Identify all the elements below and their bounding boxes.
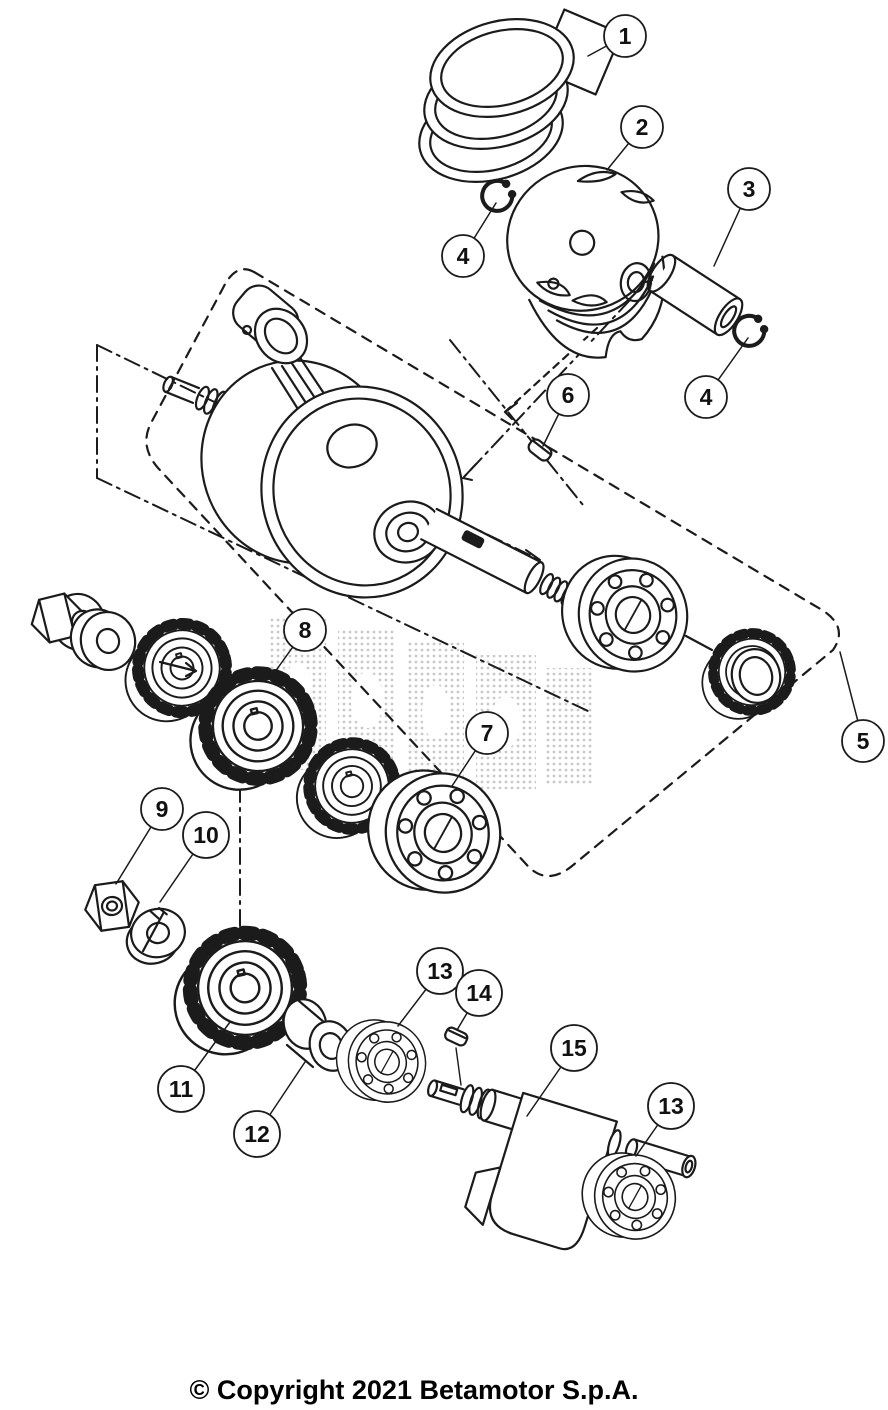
shaft-key — [444, 1026, 469, 1047]
callout-14-label: 14 — [466, 980, 492, 1006]
balancer-driven-gear — [160, 921, 313, 1065]
callout-4-right-label: 4 — [700, 384, 713, 410]
callout-12-label: 12 — [244, 1121, 270, 1147]
callout-3-label: 3 — [743, 176, 756, 202]
watermark-halftone — [270, 618, 594, 789]
piston-pin — [646, 253, 744, 337]
callout-10[interactable]: 10 — [182, 811, 230, 859]
crank-main-bearing — [547, 537, 702, 690]
callout-15-label: 15 — [561, 1035, 587, 1061]
callout-8-label: 8 — [299, 617, 312, 643]
callout-13-left-label: 13 — [427, 958, 453, 984]
lock-washer — [125, 906, 186, 965]
callout-10-label: 10 — [193, 822, 219, 848]
keyed-timing-gear — [114, 614, 237, 730]
connecting-rod — [232, 284, 349, 446]
callout-2-label: 2 — [636, 114, 649, 140]
callout-3[interactable]: 3 — [727, 167, 771, 211]
callout-2[interactable]: 2 — [620, 105, 664, 149]
spacer-bushing — [282, 998, 354, 1072]
circlip-left — [480, 178, 517, 213]
drive-pinion — [692, 625, 800, 727]
callout-8[interactable]: 8 — [283, 608, 327, 652]
callout-4-left[interactable]: 4 — [441, 234, 485, 278]
callout-7[interactable]: 7 — [465, 711, 509, 755]
circlip-right — [732, 313, 769, 348]
callout-11-label: 11 — [169, 1076, 194, 1102]
explode-arrowhead — [503, 401, 519, 421]
callout-1-label: 1 — [619, 23, 632, 49]
callout-1[interactable]: 1 — [603, 14, 647, 58]
callout-7-label: 7 — [481, 720, 494, 746]
assembly-group-boundary — [145, 268, 841, 878]
callout-5-label: 5 — [857, 728, 870, 754]
flat-washer — [69, 608, 137, 671]
callout-5[interactable]: 5 — [841, 719, 885, 763]
callout-6[interactable]: 6 — [546, 373, 590, 417]
hex-nut — [84, 880, 140, 932]
callout-15[interactable]: 15 — [550, 1024, 598, 1072]
callout-6-label: 6 — [562, 382, 575, 408]
callout-13-right-label: 13 — [658, 1093, 684, 1119]
callout-13-left[interactable]: 13 — [416, 947, 464, 995]
callout-14[interactable]: 14 — [455, 969, 503, 1017]
piston — [506, 164, 666, 359]
copyright-text: © Copyright 2021 Betamotor S.p.A. — [190, 1375, 639, 1405]
callout-13-right[interactable]: 13 — [647, 1082, 695, 1130]
piston-rings — [418, 17, 575, 184]
callout-4-left-label: 4 — [457, 243, 470, 269]
woodruff-key — [527, 438, 553, 462]
callout-11[interactable]: 11 — [157, 1065, 205, 1113]
callout-9[interactable]: 9 — [140, 787, 184, 831]
callout-4-right[interactable]: 4 — [684, 375, 728, 419]
callout-9-label: 9 — [156, 796, 169, 822]
callout-12[interactable]: 12 — [233, 1110, 281, 1158]
ball-bearing-13-left — [326, 1006, 436, 1116]
crankshaft — [162, 284, 583, 609]
